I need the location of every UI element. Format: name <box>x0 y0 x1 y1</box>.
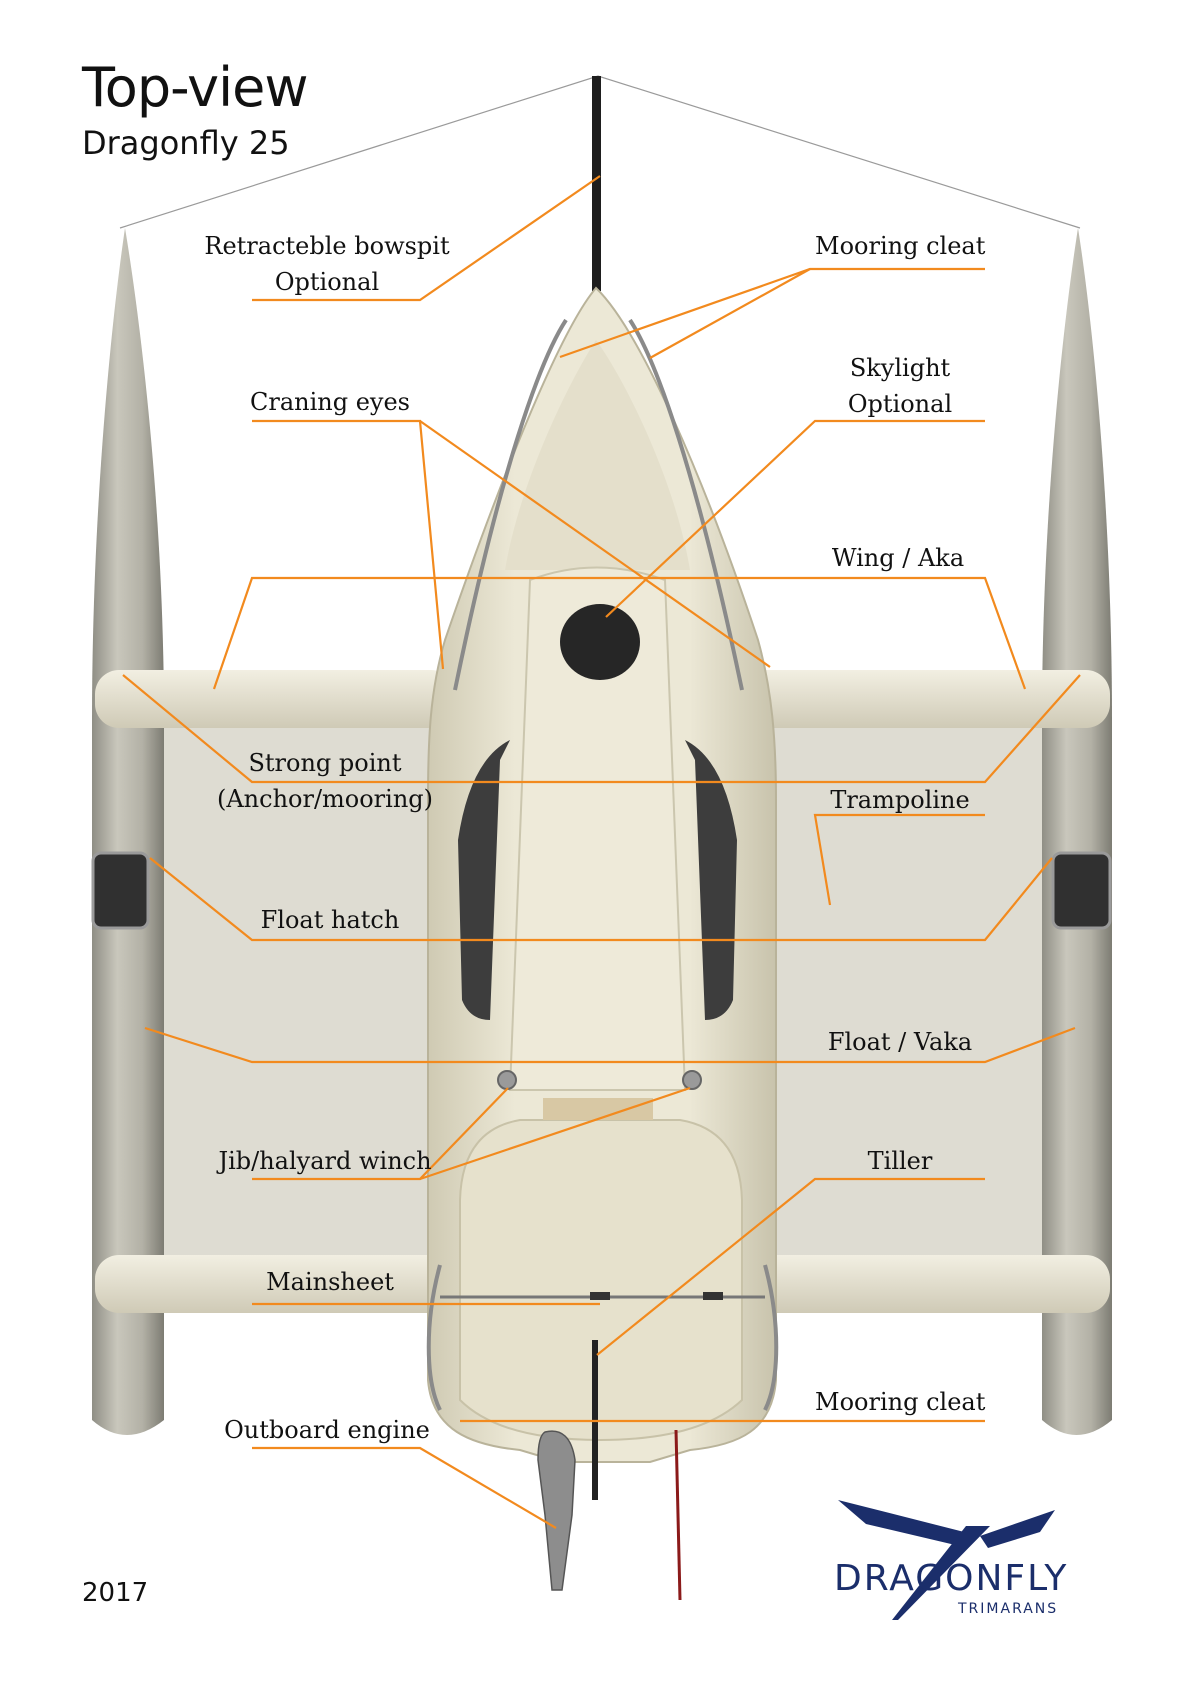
label-winch: Jib/halyard winch <box>215 1143 435 1179</box>
label-mooring-cleat-front-text: Mooring cleat <box>815 228 985 264</box>
label-tiller: Tiller <box>830 1143 970 1179</box>
rudder-line <box>676 1430 680 1600</box>
float-left <box>92 228 164 1435</box>
page-title: Top-view <box>82 56 308 119</box>
rear-aka-right <box>740 1255 1110 1313</box>
label-bowsprit-name: Retracteble bowspit <box>198 228 456 264</box>
float-hatch-left <box>93 853 148 928</box>
front-aka-right <box>740 670 1110 728</box>
cockpit <box>460 1120 742 1440</box>
label-float: Float / Vaka <box>815 1024 985 1060</box>
label-mainsheet-text: Mainsheet <box>250 1264 410 1300</box>
label-trampoline: Trampoline <box>820 782 980 818</box>
winch-right <box>683 1071 701 1089</box>
front-aka-left <box>95 670 455 728</box>
label-float-hatch-text: Float hatch <box>250 902 410 938</box>
label-winch-text: Jib/halyard winch <box>215 1143 435 1179</box>
label-wing-text: Wing / Aka <box>818 540 978 576</box>
label-float-text: Float / Vaka <box>815 1024 985 1060</box>
label-craning-eyes-text: Craning eyes <box>240 384 420 420</box>
leader-outboard <box>252 1448 556 1528</box>
brand-tagline: TRIMARANS <box>958 1601 1058 1617</box>
label-wing: Wing / Aka <box>818 540 978 576</box>
skylight <box>560 604 640 680</box>
label-outboard-text: Outboard engine <box>222 1412 432 1448</box>
page-subtitle: Dragonfly 25 <box>82 124 290 162</box>
mainsheet-block-left <box>590 1292 610 1300</box>
label-tiller-text: Tiller <box>830 1143 970 1179</box>
label-bowsprit: Retracteble bowspit Optional <box>198 228 456 300</box>
float-hatch-right <box>1053 853 1110 928</box>
label-mooring-cleat-front: Mooring cleat <box>815 228 985 264</box>
mainsheet-block-right <box>703 1292 723 1300</box>
label-float-hatch: Float hatch <box>250 902 410 938</box>
leader-mooring-cleat-front-2 <box>650 269 810 358</box>
outboard-engine <box>538 1431 575 1590</box>
label-trampoline-text: Trampoline <box>820 782 980 818</box>
label-outboard: Outboard engine <box>222 1412 432 1448</box>
float-right <box>1042 228 1112 1435</box>
winch-left <box>498 1071 516 1089</box>
label-skylight-name: Skylight <box>830 350 970 386</box>
leader-craning-eyes <box>252 421 443 669</box>
label-mooring-cleat-rear-text: Mooring cleat <box>815 1384 985 1420</box>
label-skylight: Skylight Optional <box>830 350 970 422</box>
companionway <box>543 1098 653 1120</box>
label-skylight-note: Optional <box>830 386 970 422</box>
label-mainsheet: Mainsheet <box>250 1264 410 1300</box>
brand-name: DRAGONFLY <box>834 1558 1068 1599</box>
year-label: 2017 <box>82 1578 148 1608</box>
label-strong-point: Strong point (Anchor/mooring) <box>210 745 440 817</box>
label-strong-point-name: Strong point <box>210 745 440 781</box>
label-strong-point-note: (Anchor/mooring) <box>210 781 440 817</box>
label-bowsprit-note: Optional <box>198 264 456 300</box>
bowsprit <box>592 76 601 291</box>
label-craning-eyes: Craning eyes <box>240 384 420 420</box>
logo-wing-right <box>980 1510 1055 1548</box>
label-mooring-cleat-rear: Mooring cleat <box>815 1384 985 1420</box>
